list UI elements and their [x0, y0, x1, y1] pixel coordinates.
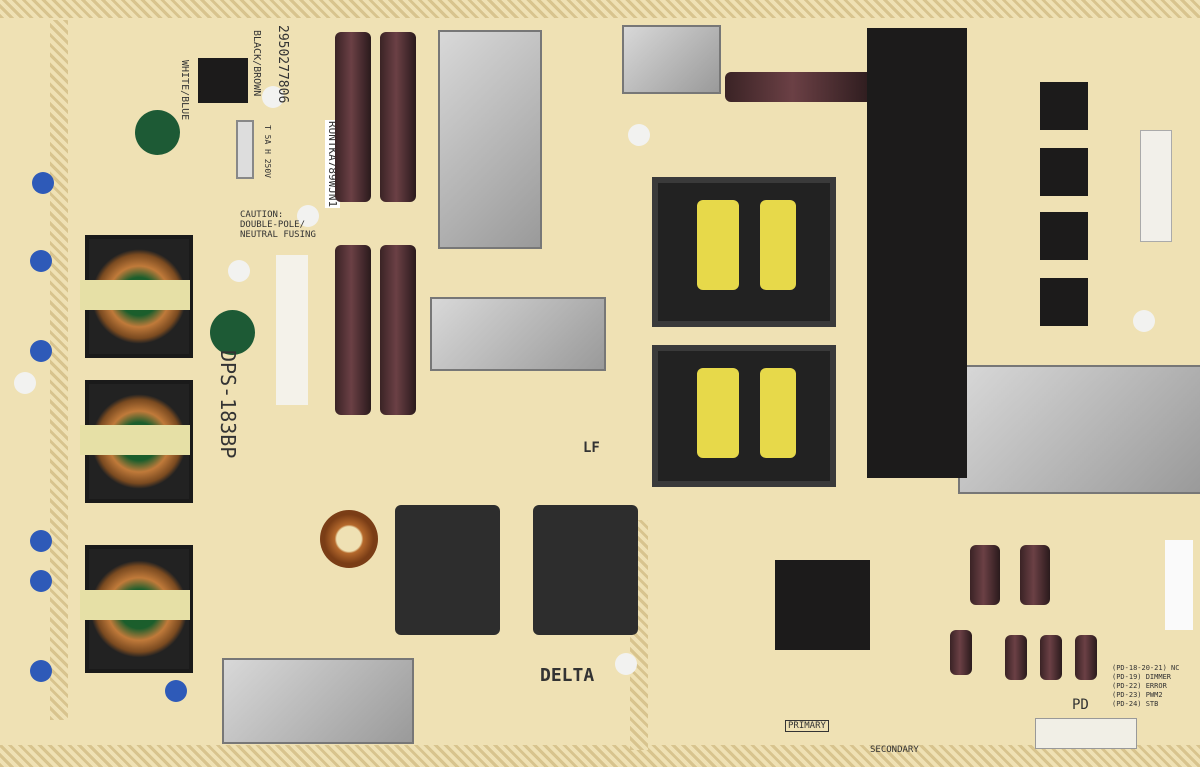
model-label: DPS-183BP [216, 350, 240, 459]
electrolytic-capacitor [335, 32, 371, 202]
choke-tape [80, 590, 190, 620]
transformer-tape [760, 368, 796, 458]
pd-legend-item: (PD-18-20-21) NC [1112, 664, 1180, 672]
electrolytic-capacitor [1075, 635, 1097, 680]
white-bead [1133, 310, 1155, 332]
heatsink [958, 365, 1200, 494]
white-bead [14, 372, 36, 394]
pd-legend-item: (PD-22) ERROR [1112, 682, 1167, 690]
electrolytic-capacitor [335, 245, 371, 415]
y-capacitor [32, 172, 54, 194]
electrolytic-capacitor [725, 72, 875, 102]
delta-logo: DELTA [540, 665, 595, 686]
electrolytic-capacitor [1020, 545, 1050, 605]
white-bead [297, 205, 319, 227]
secondary-label: SECONDARY [870, 745, 919, 755]
electrolytic-capacitor [380, 32, 416, 202]
output-choke [1040, 148, 1088, 196]
heatsink [430, 297, 606, 371]
lf-mark: LF [583, 440, 600, 456]
y-capacitor [30, 340, 52, 362]
y-capacitor [30, 250, 52, 272]
board-edge-hatch [0, 745, 1200, 767]
primary-label: PRIMARY [785, 720, 829, 732]
sticker-label [276, 255, 308, 405]
white-bead [262, 86, 284, 108]
ac-input-connector [198, 58, 248, 103]
y-capacitor [30, 530, 52, 552]
electrolytic-capacitor [970, 545, 1000, 605]
caution-label: CAUTION: DOUBLE-POLE/ NEUTRAL FUSING [240, 210, 316, 240]
wire-label-black: BLACK/BROWN [251, 30, 262, 97]
choke-tape [80, 280, 190, 310]
white-bead [228, 260, 250, 282]
pfc-inductor [395, 505, 500, 635]
barcode-sticker [1165, 540, 1193, 630]
pd-legend-item: (PD-19) DIMMER [1112, 673, 1172, 681]
output-connector [1140, 130, 1172, 242]
part-number: 2950277806 [275, 25, 290, 104]
pfc-inductor [533, 505, 638, 635]
electrolytic-capacitor [950, 630, 972, 675]
heatsink [222, 658, 414, 744]
y-capacitor [30, 570, 52, 592]
y-capacitor [30, 660, 52, 682]
toroid-inductor [320, 510, 378, 568]
pd-legend-item: (PD-24) STB [1112, 700, 1159, 708]
pd-legend-item: (PD-23) PWM2 [1112, 691, 1163, 699]
white-bead [615, 653, 637, 675]
fuse [236, 120, 254, 179]
varistor [210, 310, 255, 355]
transformer [652, 345, 836, 487]
varistor [135, 110, 180, 155]
pd-legend: (PD-18-20-21) NC (PD-19) DIMMER (PD-22) … [1112, 664, 1179, 709]
electrolytic-capacitor [1005, 635, 1027, 680]
isolation-hatch [50, 20, 68, 720]
wire-label-white: WHITE/BLUE [179, 60, 190, 121]
output-choke [1040, 212, 1088, 260]
electrolytic-capacitor [380, 245, 416, 415]
pd-connector [1035, 718, 1137, 749]
choke-tape [80, 425, 190, 455]
secondary-inductor [775, 560, 870, 650]
transformer [652, 177, 836, 327]
electrolytic-capacitor [1040, 635, 1062, 680]
white-bead [628, 124, 650, 146]
transformer-tape [697, 368, 739, 458]
secondary-heatsink [867, 28, 967, 478]
fuse-rating: T 5A H 250V [263, 125, 272, 178]
board-edge-hatch [0, 0, 1200, 18]
transformer-tape [697, 200, 739, 290]
pd-label: PD [1072, 697, 1089, 713]
y-capacitor [165, 680, 187, 702]
transformer-tape [760, 200, 796, 290]
heatsink [438, 30, 542, 249]
output-choke [1040, 82, 1088, 130]
output-choke [1040, 278, 1088, 326]
heatsink [622, 25, 721, 94]
